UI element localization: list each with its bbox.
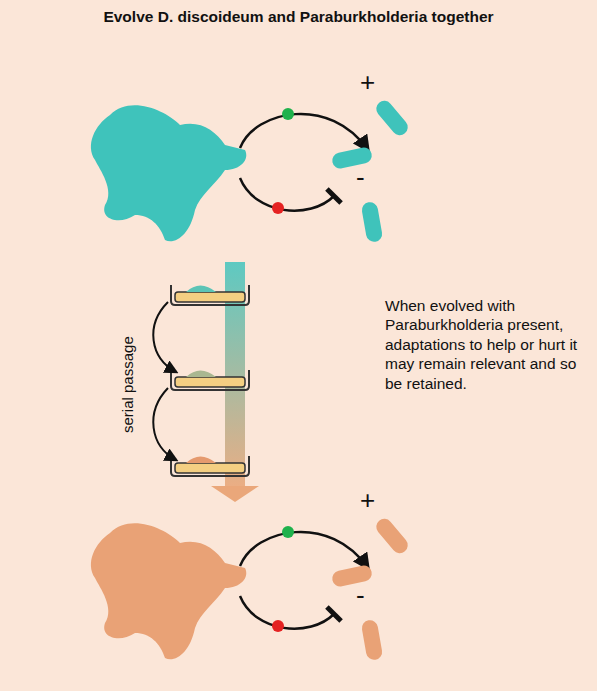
bacterium (331, 146, 373, 170)
process-label: serial passage (119, 305, 136, 465)
bacterium (361, 201, 384, 243)
green-dot (282, 108, 294, 120)
bacterium (373, 516, 411, 557)
bacterium (361, 619, 384, 661)
plus-sign: + (360, 486, 390, 516)
plus-sign: + (360, 68, 390, 98)
bacterium (331, 564, 373, 588)
bottom-interaction (91, 516, 411, 662)
help-arrow (240, 532, 368, 568)
hurt-arrow (240, 596, 334, 629)
passage-column (153, 262, 259, 502)
hurt-arrow (240, 178, 334, 211)
passage-arrow (153, 302, 176, 372)
minus-sign: - (356, 581, 386, 611)
bacterium (373, 98, 411, 139)
amoeba (91, 523, 246, 659)
green-dot (282, 526, 294, 538)
petri-dish (171, 456, 249, 476)
help-arrow (240, 114, 368, 150)
note-text: When evolved with Paraburkholderia prese… (385, 296, 597, 393)
petri-dish (171, 285, 249, 305)
minus-sign: - (356, 163, 386, 193)
amoeba (91, 105, 246, 241)
red-dot (272, 202, 284, 214)
figure-title: Evolve D. discoideum and Paraburkholderi… (0, 8, 597, 26)
top-interaction (91, 98, 411, 244)
passage-arrow (153, 388, 176, 460)
red-dot (272, 620, 284, 632)
petri-dish (171, 370, 249, 390)
gradient-arrowhead (211, 486, 259, 502)
